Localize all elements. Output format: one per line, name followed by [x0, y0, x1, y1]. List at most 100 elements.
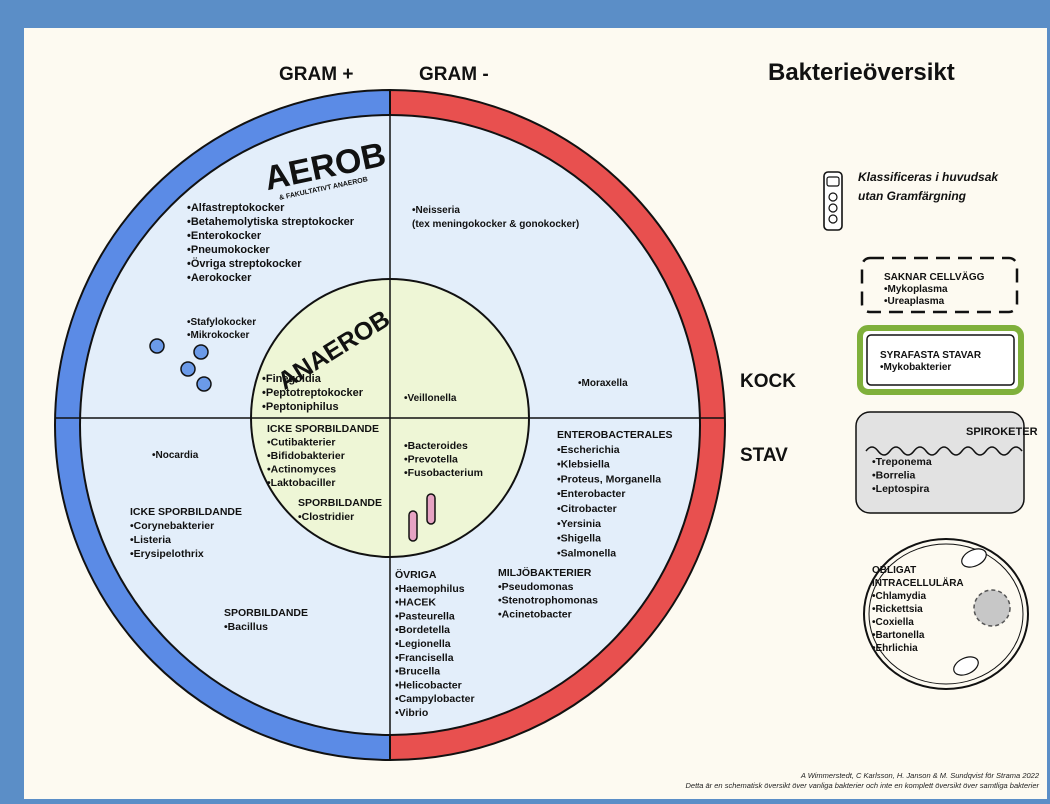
species-item: MILJÖBAKTERIER [498, 566, 592, 579]
gram-neg-label: GRAM - [419, 64, 489, 85]
species-item: •Mikrokocker [187, 330, 250, 341]
gram-pos-kock-list: •Alfastreptokocker •Betahemolytiska strep… [187, 202, 355, 284]
species-item: •Erysipelothrix [130, 548, 204, 560]
species-item: ICKE SPORBILDANDE [267, 423, 379, 435]
page-title: Bakterieöversikt [768, 59, 955, 86]
legend-item: •Leptospira [872, 483, 930, 495]
diagram-canvas: GRAM + GRAM - Bakterieöversikt KOCK STAV… [24, 28, 1047, 799]
moraxella-text: •Moraxella [578, 378, 628, 389]
note-line: utan Gramfärgning [858, 189, 967, 203]
note-line: Klassificeras i huvudsak [858, 170, 999, 184]
enterobacterales-list: ENTEROBACTERALES •Escherichia •Klebsiella •… [557, 429, 673, 559]
species-item: •Fusobacterium [404, 467, 483, 479]
species-item: •Aerokocker [187, 272, 252, 284]
species-item: (tex meningokocker & gonokocker) [412, 219, 579, 230]
anaerob-sporbildande-list: SPORBILDANDE •Clostridier [298, 497, 382, 523]
legend-item: •Borrelia [872, 470, 916, 482]
species-item: •Enterokocker [187, 230, 262, 242]
species-item: •Enterobacter [557, 488, 625, 500]
intracellular-cell [863, 538, 1029, 690]
species-item: •Escherichia [557, 444, 620, 456]
species-item: SPORBILDANDE [224, 607, 308, 619]
legend-item: •Mykobakterier [880, 362, 951, 373]
species-item: •Stenotrophomonas [498, 595, 598, 607]
species-item: •HACEK [395, 597, 436, 609]
mitochondria-icon-2 [953, 656, 979, 676]
legend-item: •Chlamydia [872, 591, 927, 602]
legend-item: SYRAFASTA STAVAR [880, 350, 982, 361]
cocci-icon [149, 338, 212, 392]
species-item: •Brucella [395, 666, 440, 678]
legend-item: SAKNAR CELLVÄGG [884, 270, 985, 283]
saknar-cellvagg-box [860, 256, 1019, 314]
credits-line-1: A Wimmerstedt, C Karlsson, H. Janson & M… [800, 771, 1040, 780]
species-item: •Actinomyces [267, 464, 336, 476]
legend-item: •Treponema [872, 456, 932, 468]
icke-sporbildande-list: ICKE SPORBILDANDE•Corynebakterier•Lister… [130, 506, 242, 560]
species-item: •Shigella [557, 533, 601, 545]
miljobakterier-list: MILJÖBAKTERIER •Pseudomonas •Stenotrophomo… [498, 566, 598, 620]
species-item: •Listeria [130, 534, 171, 546]
species-item: •Pseudomonas [498, 581, 574, 593]
legend-item: OBLIGAT [872, 565, 916, 576]
species-item: •Pneumokocker [187, 244, 270, 256]
species-item: •Neisseria [412, 205, 460, 216]
bacteria-diagram: GRAM + GRAM - Bakterieöversikt KOCK STAV… [54, 59, 1040, 790]
credits-line-2: Detta är en schematisk översikt över van… [686, 781, 1040, 790]
veillonella-text: •Veillonella [404, 393, 457, 404]
obligat-list: OBLIGATINTRACELLULÄRA•Chlamydia•Ricketts… [872, 565, 964, 654]
legend-item: •Ehrlichia [872, 643, 918, 654]
species-item: •Laktobaciller [267, 477, 335, 489]
species-item: •Francisella [395, 652, 454, 664]
ovriga-list: ÖVRIGA •Haemophilus •HACEK•Pasteurella •Bor… [395, 568, 475, 719]
anaerob-kock-list: •Finegoldia•Peptotreptokocker•Peptoniphi… [262, 373, 364, 413]
spiroketer-box [855, 411, 1025, 514]
spiroketer-title: SPIROKETER [966, 426, 1038, 438]
species-item: •Acinetobacter [498, 608, 572, 620]
traffic-light-icon [823, 171, 843, 231]
species-item: •Vibrio [395, 707, 428, 719]
species-item: •Cutibakterier [267, 437, 335, 449]
species-item: •Haemophilus [395, 583, 465, 595]
mitochondria-icon [961, 548, 987, 568]
species-item: ENTEROBACTERALES [557, 429, 673, 441]
species-item: •Bacteroides [404, 440, 468, 452]
species-item: •Pasteurella [395, 610, 455, 622]
species-item: •Övriga streptokocker [187, 257, 302, 270]
spiroketer-list: •Treponema •Borrelia•Leptospira [872, 456, 932, 495]
syrafasta-box [857, 325, 1024, 395]
classification-note: Klassificeras i huvudsak utan Gramfärgnin… [858, 170, 999, 203]
species-item: •Yersinia [557, 518, 601, 530]
species-item: •Betahemolytiska streptokocker [187, 216, 355, 228]
species-item: •Klebsiella [557, 459, 610, 471]
species-item: ÖVRIGA [395, 568, 437, 581]
anaerob-gram-neg-stav-list: •Bacteroides•Prevotella•Fusobacterium [404, 440, 483, 479]
species-item: •Helicobacter [395, 679, 462, 691]
species-item: •Alfastreptokocker [187, 202, 285, 214]
species-item: •Peptotreptokocker [262, 387, 364, 399]
species-item: •Bacillus [224, 621, 268, 633]
anaerob-icke-sporbildande-list: ICKE SPORBILDANDE•Cutibakterier•Bifidoba… [267, 423, 379, 489]
spirochete-icon [865, 446, 1023, 456]
rod-icon [408, 493, 436, 542]
species-item: •Clostridier [298, 511, 354, 523]
legend-item: •Rickettsia [872, 604, 923, 615]
kock-label: KOCK [740, 371, 796, 392]
stafylokocker-list: •Stafylokocker•Mikrokocker [187, 317, 256, 341]
legend-item: •Mykoplasma [884, 284, 948, 295]
species-item: •Peptoniphilus [262, 401, 339, 413]
species-item: SPORBILDANDE [298, 497, 382, 509]
stav-label: STAV [740, 445, 788, 466]
neisseria-list: •Neisseria (tex meningokocker & gonokocke… [412, 205, 579, 230]
species-item: •Legionella [395, 638, 451, 650]
legend-item: •Bartonella [872, 630, 925, 641]
species-item: •Proteus, Morganella [557, 473, 661, 485]
species-item: •Salmonella [557, 547, 616, 559]
syrafasta-list: SYRAFASTA STAVAR•Mykobakterier [880, 350, 982, 373]
saknar-cellvagg-list: SAKNAR CELLVÄGG•Mykoplasma•Ureaplasma [884, 270, 985, 307]
nocardia-text: •Nocardia [152, 450, 199, 461]
species-item: ICKE SPORBILDANDE [130, 506, 242, 518]
nucleus-icon [973, 589, 1011, 627]
species-item: •Bordetella [395, 624, 450, 636]
legend-item: •Ureaplasma [884, 296, 945, 307]
